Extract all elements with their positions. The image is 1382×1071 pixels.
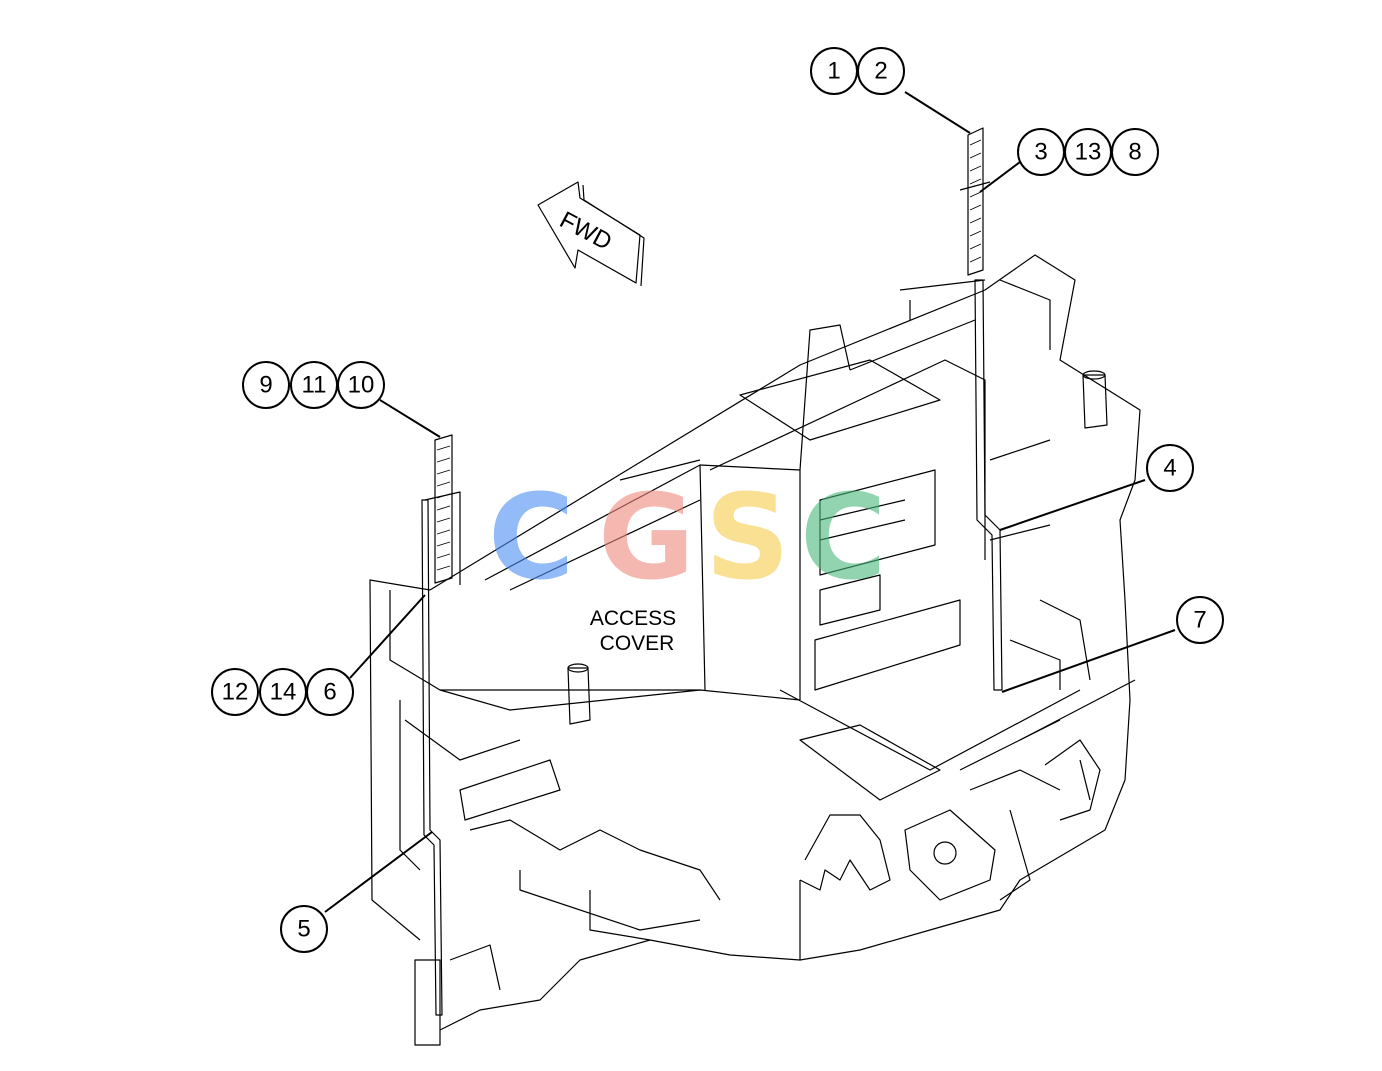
callout-7-label: 7 bbox=[1193, 607, 1206, 634]
callout-7: 7 bbox=[1176, 596, 1224, 644]
leader-12-14-6 bbox=[349, 594, 426, 679]
leader-lines bbox=[324, 91, 1176, 913]
callout-14: 14 bbox=[259, 668, 307, 716]
watermark-letter-s: S bbox=[705, 468, 790, 606]
callout-2: 2 bbox=[857, 47, 905, 95]
leader-3-13-8 bbox=[979, 161, 1021, 193]
access-cover-label: ACCESS COVER bbox=[590, 607, 676, 655]
leader-4 bbox=[999, 479, 1146, 531]
callout-9: 9 bbox=[242, 361, 290, 409]
leader-9-11-10 bbox=[379, 399, 441, 438]
callout-6-label: 6 bbox=[323, 679, 336, 706]
leader-5 bbox=[324, 831, 433, 913]
callout-5-label: 5 bbox=[297, 916, 310, 943]
callout-11: 11 bbox=[290, 361, 338, 409]
callout-4-label: 4 bbox=[1163, 455, 1176, 482]
machine-body bbox=[369, 127, 1141, 1046]
callout-3: 3 bbox=[1017, 128, 1065, 176]
leader-1-2 bbox=[904, 91, 971, 134]
access-cover-line1: ACCESS bbox=[590, 607, 676, 630]
callout-14-label: 14 bbox=[270, 679, 297, 706]
callout-12: 12 bbox=[211, 668, 259, 716]
callout-2-label: 2 bbox=[874, 58, 887, 85]
callout-3-label: 3 bbox=[1034, 139, 1047, 166]
cgsc-watermark: C G S C bbox=[488, 468, 887, 606]
watermark-letter-c1: C bbox=[488, 468, 575, 606]
callouts: 1 2 3 13 8 9 11 10 bbox=[211, 47, 1224, 953]
access-cover-line2: COVER bbox=[600, 632, 675, 655]
callout-1-label: 1 bbox=[827, 58, 840, 85]
leader-7 bbox=[1001, 629, 1176, 693]
callout-12-label: 12 bbox=[222, 679, 249, 706]
callout-11-label: 11 bbox=[302, 372, 327, 399]
callout-10-label: 10 bbox=[348, 372, 375, 399]
callout-13: 13 bbox=[1064, 128, 1112, 176]
callout-9-label: 9 bbox=[259, 372, 272, 399]
watermark-letter-g: G bbox=[598, 468, 695, 606]
callout-13-label: 13 bbox=[1075, 139, 1102, 166]
watermark-letter-c2: C bbox=[800, 468, 887, 606]
callout-1: 1 bbox=[810, 47, 858, 95]
callout-8-label: 8 bbox=[1128, 139, 1141, 166]
fwd-direction-arrow: FWD bbox=[537, 181, 645, 287]
callout-10: 10 bbox=[337, 361, 385, 409]
callout-6: 6 bbox=[306, 668, 354, 716]
callout-8: 8 bbox=[1111, 128, 1159, 176]
callout-4: 4 bbox=[1146, 444, 1194, 492]
callout-5: 5 bbox=[280, 905, 328, 953]
